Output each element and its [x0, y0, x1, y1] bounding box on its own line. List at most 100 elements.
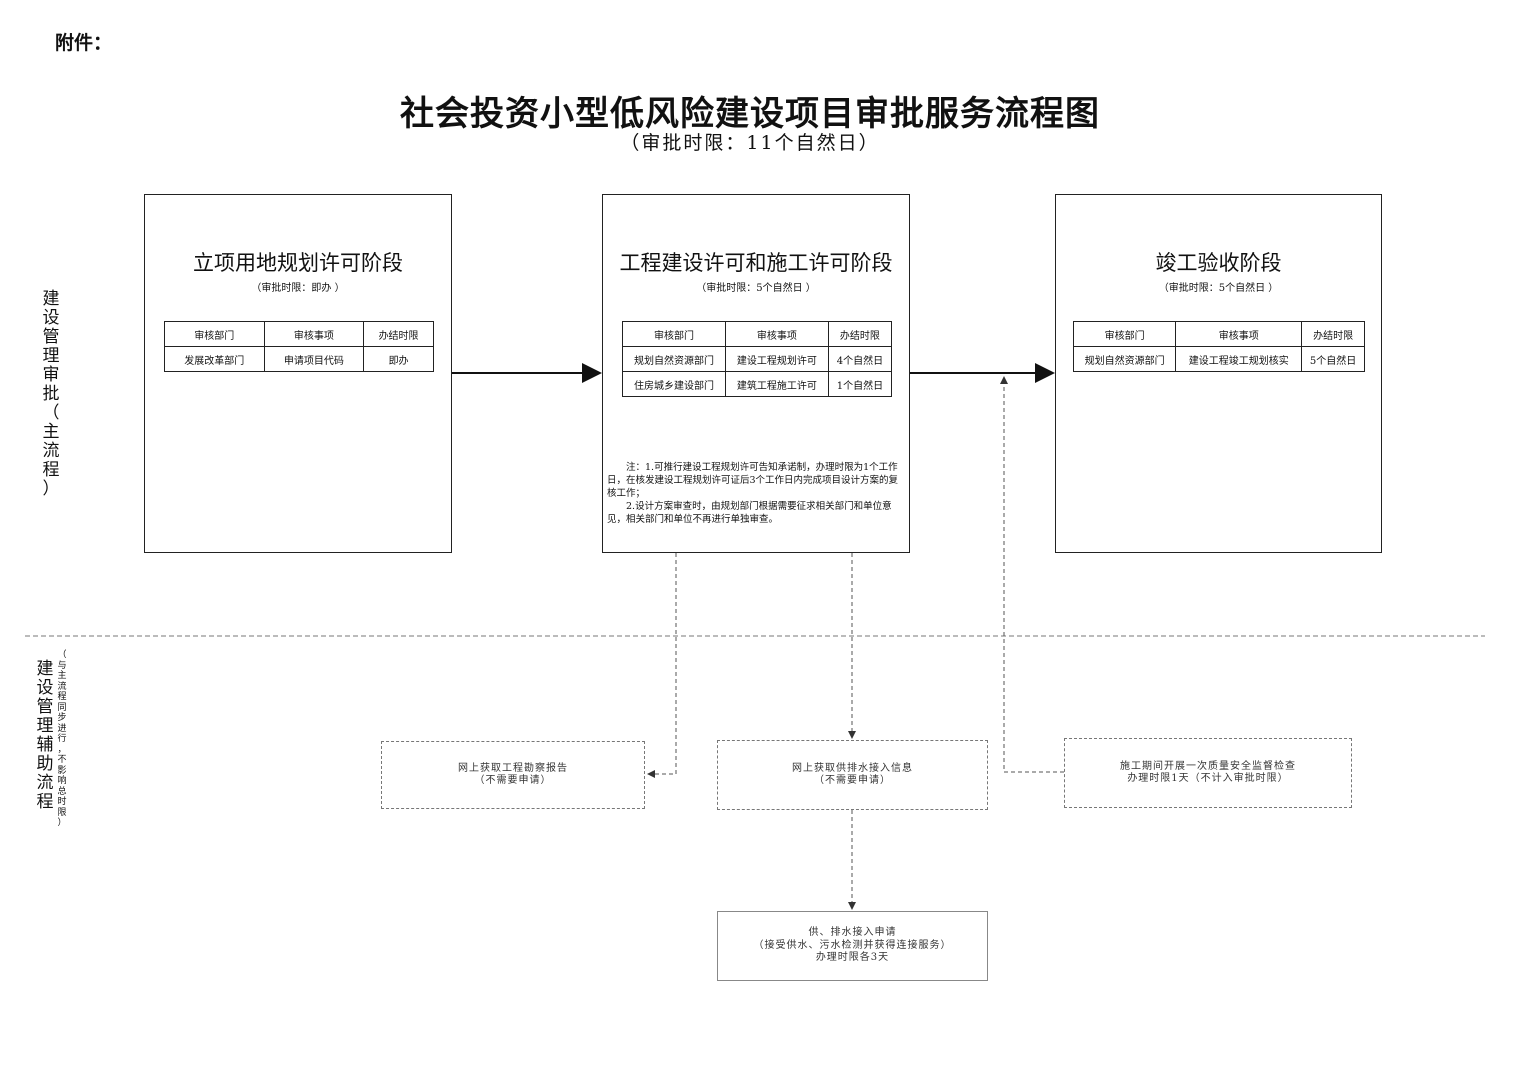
note-line: 2.设计方案审查时，由规划部门根据需要征求相关部门和单位意见，相关部门和单位不再… — [607, 501, 892, 525]
table-cell: 规划自然资源部门 — [1072, 346, 1177, 372]
stage-title: 立项用地规划许可阶段 — [193, 251, 403, 275]
stage-completion-acceptance: 竣工验收阶段 （审批时限：5个自然日 ） 审核部门 审核事项 办结时限 规划自然… — [1055, 194, 1382, 553]
lane-char: 理 — [42, 346, 60, 366]
lane-char: 时 — [57, 797, 67, 807]
lane-char: 流 — [36, 773, 54, 793]
table-row: 发展改革部门 申请项目代码 即办 — [164, 346, 434, 372]
stage-limit: （审批时限：即办 ） — [251, 283, 345, 294]
table-header: 办结时限 — [1301, 321, 1365, 347]
lane-char: （ — [42, 403, 60, 423]
lane-char: 总 — [57, 786, 67, 797]
lane-char: 设 — [42, 308, 60, 328]
aux-box-water-application: 供、排水接入申请 （接受供水、污水检测并获得连接服务） 办理时限各3天 — [717, 911, 988, 981]
connector-safety-to-main — [1000, 376, 1064, 773]
stage-title: 工程建设许可和施工许可阶段 — [619, 251, 893, 275]
table-header: 审核事项 — [1175, 321, 1303, 347]
table-cell: 1个自然日 — [827, 371, 893, 397]
lane-char: 与 — [57, 660, 67, 671]
table-cell: 发展改革部门 — [164, 346, 265, 372]
note-line: 注：1.可推行建设工程规划许可告知承诺制，办理时限为1个工作日，在核发建设工程规… — [607, 462, 899, 499]
connector-to-survey — [647, 553, 677, 778]
stage-limit: （审批时限：5个自然日 ） — [1158, 283, 1279, 294]
lane-char: 理 — [36, 716, 54, 736]
aux-line: （不需要申请） — [474, 775, 552, 786]
lane-char: 程 — [57, 692, 67, 702]
lane-char: 管 — [42, 327, 60, 347]
table-cell: 建设工程竣工规划核实 — [1175, 346, 1303, 372]
table-header: 审核事项 — [263, 321, 365, 347]
lane-char: 程 — [36, 792, 54, 812]
lane-char: 助 — [36, 754, 54, 774]
table-row: 规划自然资源部门 建设工程规划许可 4个自然日 — [622, 346, 893, 372]
lane-char: 批 — [42, 384, 60, 404]
aux-line: （接受供水、污水检测并获得连接服务） — [753, 939, 952, 951]
lane-char: （ — [57, 650, 67, 660]
stage-construction-permit: 工程建设许可和施工许可阶段 （审批时限：5个自然日 ） 审核部门 审核事项 办结… — [602, 194, 910, 553]
lane-char: 辅 — [36, 735, 54, 755]
table-cell: 住房城乡建设部门 — [622, 371, 726, 397]
stage-table: 审核部门 审核事项 办结时限 发展改革部门 申请项目代码 即办 — [164, 321, 434, 372]
aux-box-survey-report: 网上获取工程勘察报告 （不需要申请） — [381, 741, 645, 809]
attachment-label: 附件： — [55, 32, 113, 54]
table-row: 住房城乡建设部门 建筑工程施工许可 1个自然日 — [622, 371, 893, 397]
lane-char: 影 — [57, 765, 67, 776]
table-header: 审核部门 — [164, 321, 265, 347]
lane-char: 流 — [57, 681, 67, 692]
table-cell: 即办 — [363, 346, 434, 372]
stage-notes: 注：1.可推行建设工程规划许可告知承诺制，办理时限为1个工作日，在核发建设工程规… — [607, 461, 907, 526]
table-header: 办结时限 — [827, 321, 893, 347]
lane-char: 流 — [42, 441, 60, 461]
lane-char: ） — [57, 818, 67, 828]
table-header: 办结时限 — [363, 321, 434, 347]
lane-char: 限 — [57, 807, 67, 818]
lane-char: 同 — [57, 702, 67, 713]
stage-title: 竣工验收阶段 — [1155, 251, 1282, 275]
table-header-row: 审核部门 审核事项 办结时限 — [622, 321, 893, 347]
aux-line: 网上获取工程勘察报告 — [458, 762, 568, 774]
aux-line: （不需要申请） — [814, 775, 891, 786]
lane-char: 程 — [42, 460, 60, 480]
table-cell: 建设工程规划许可 — [724, 346, 829, 372]
aux-box-water-info: 网上获取供排水接入信息 （不需要申请） — [717, 740, 988, 810]
stage-project-land-planning: 立项用地规划许可阶段 （审批时限：即办 ） 审核部门 审核事项 办结时限 发展改… — [144, 194, 452, 553]
lane-char: 建 — [36, 659, 54, 679]
table-header-row: 审核部门 审核事项 办结时限 — [1072, 321, 1365, 347]
table-header: 审核部门 — [1072, 321, 1177, 347]
table-cell: 5个自然日 — [1301, 346, 1365, 372]
lane-char: 步 — [57, 713, 67, 723]
lane-char: 进 — [57, 723, 67, 734]
aux-line: 网上获取供排水接入信息 — [792, 762, 913, 774]
page-title: 社会投资小型低风险建设项目审批服务流程图 — [400, 94, 1100, 134]
table-cell: 4个自然日 — [827, 346, 893, 372]
stage-limit: （审批时限：5个自然日 ） — [696, 283, 816, 294]
aux-line: 办理时限1天（不计入审批时限） — [1127, 773, 1289, 784]
lane-char: 主 — [42, 422, 60, 442]
aux-line: 供、排水接入申请 — [808, 927, 897, 939]
table-header: 审核部门 — [622, 321, 726, 347]
lane-char: 设 — [36, 678, 54, 698]
stage-table: 审核部门 审核事项 办结时限 规划自然资源部门 建设工程竣工规划核实 5个自然日 — [1072, 321, 1365, 372]
lane-char: 管 — [36, 697, 54, 717]
stage-table: 审核部门 审核事项 办结时限 规划自然资源部门 建设工程规划许可 4个自然日 住… — [622, 321, 893, 397]
main-lane-label: 建设管理审批（主流程） — [38, 290, 64, 499]
lane-char: 审 — [42, 365, 60, 385]
page-subtitle: （审批时限：11个自然日） — [620, 132, 880, 154]
table-header: 审核事项 — [724, 321, 829, 347]
lane-char: ， — [57, 744, 67, 755]
table-header-row: 审核部门 审核事项 办结时限 — [164, 321, 434, 347]
aux-lane-note: （与主流程同步进行，不影响总时限） — [55, 650, 69, 829]
lane-char: ） — [42, 479, 60, 499]
table-cell: 规划自然资源部门 — [622, 346, 726, 372]
lane-char: 主 — [57, 671, 67, 681]
table-cell: 申请项目代码 — [263, 346, 365, 372]
aux-line: 施工期间开展一次质量安全监督检查 — [1120, 760, 1296, 772]
aux-box-safety-inspection: 施工期间开展一次质量安全监督检查 办理时限1天（不计入审批时限） — [1064, 738, 1352, 808]
lane-char: 响 — [57, 776, 67, 786]
lane-char: 建 — [42, 289, 60, 309]
table-row: 规划自然资源部门 建设工程竣工规划核实 5个自然日 — [1072, 346, 1365, 372]
lane-char: 行 — [57, 734, 67, 744]
aux-line: 办理时限各3天 — [815, 952, 890, 964]
lane-char: 不 — [57, 755, 67, 765]
aux-lane-label: 建设管理辅助流程 — [32, 660, 58, 812]
